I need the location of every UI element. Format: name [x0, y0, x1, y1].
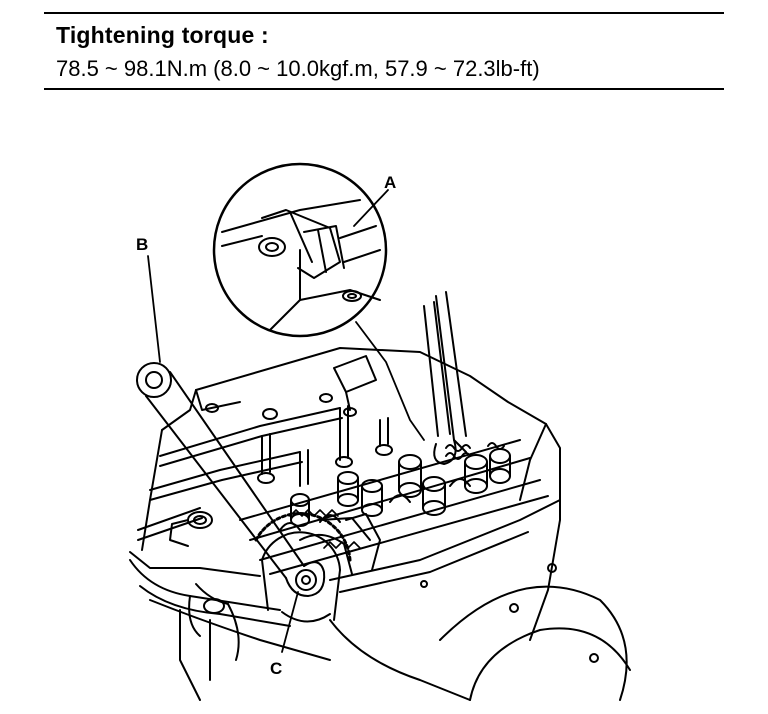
hoses [129, 511, 291, 661]
callout-a-leader [353, 189, 389, 227]
cam-journal [464, 454, 488, 494]
camshaft-assembly [239, 439, 549, 575]
torque-wrench [423, 291, 467, 465]
torque-spec-box: Tightening torque : 78.5 ~ 98.1N.m (8.0 … [44, 12, 724, 90]
wrench-b [136, 362, 326, 597]
cam-sprocket [254, 509, 381, 623]
engine-block [129, 347, 631, 701]
detail-inset-circle [212, 162, 388, 338]
cam-journal [337, 471, 359, 507]
torque-spec-value: 78.5 ~ 98.1N.m (8.0 ~ 10.0kgf.m, 57.9 ~ … [56, 56, 540, 81]
torque-spec-title: Tightening torque : [56, 22, 269, 48]
cam-journal [290, 493, 310, 527]
cam-journal [422, 476, 446, 516]
callout-b-label: B [136, 235, 148, 254]
callout-a-label: A [384, 173, 396, 192]
callout-c-label: C [270, 659, 282, 678]
cam-journal [361, 479, 383, 517]
callout-c-leader [281, 591, 299, 653]
cam-journal [489, 448, 511, 484]
callout-b-leader [147, 255, 161, 363]
fuel-rail-pipes [137, 355, 393, 541]
